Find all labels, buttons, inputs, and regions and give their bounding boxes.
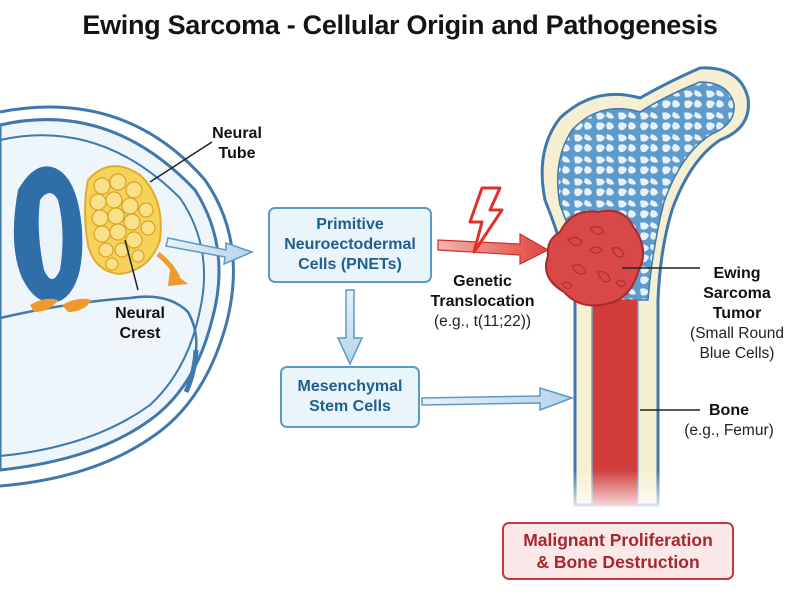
- tumor-mass: [545, 209, 645, 307]
- neural-crest-cells: [30, 165, 188, 312]
- neural-tube-leader: [149, 141, 213, 183]
- translocation-arrow: [437, 232, 550, 265]
- page-title: Ewing Sarcoma - Cellular Origin and Path…: [82, 10, 718, 40]
- embryo-cross-section: [0, 105, 235, 488]
- outcome-box: Malignant Proliferation& Bone Destructio…: [502, 522, 734, 580]
- pnet-to-msc-arrow: [336, 289, 364, 366]
- neural-crest-leader: [124, 239, 139, 291]
- bone-label: Bone (e.g., Femur): [684, 402, 774, 439]
- msc-to-bone-arrow: [421, 386, 575, 412]
- tumor-label: Ewing Sarcoma Tumor (Small Round Blue Ce…: [690, 265, 784, 362]
- genetic-translocation-label: Genetic Translocation (e.g., t(11;22)): [430, 273, 535, 330]
- crest-to-pnet-arrow: [165, 237, 255, 266]
- lightning-bolt-icon: [468, 186, 504, 254]
